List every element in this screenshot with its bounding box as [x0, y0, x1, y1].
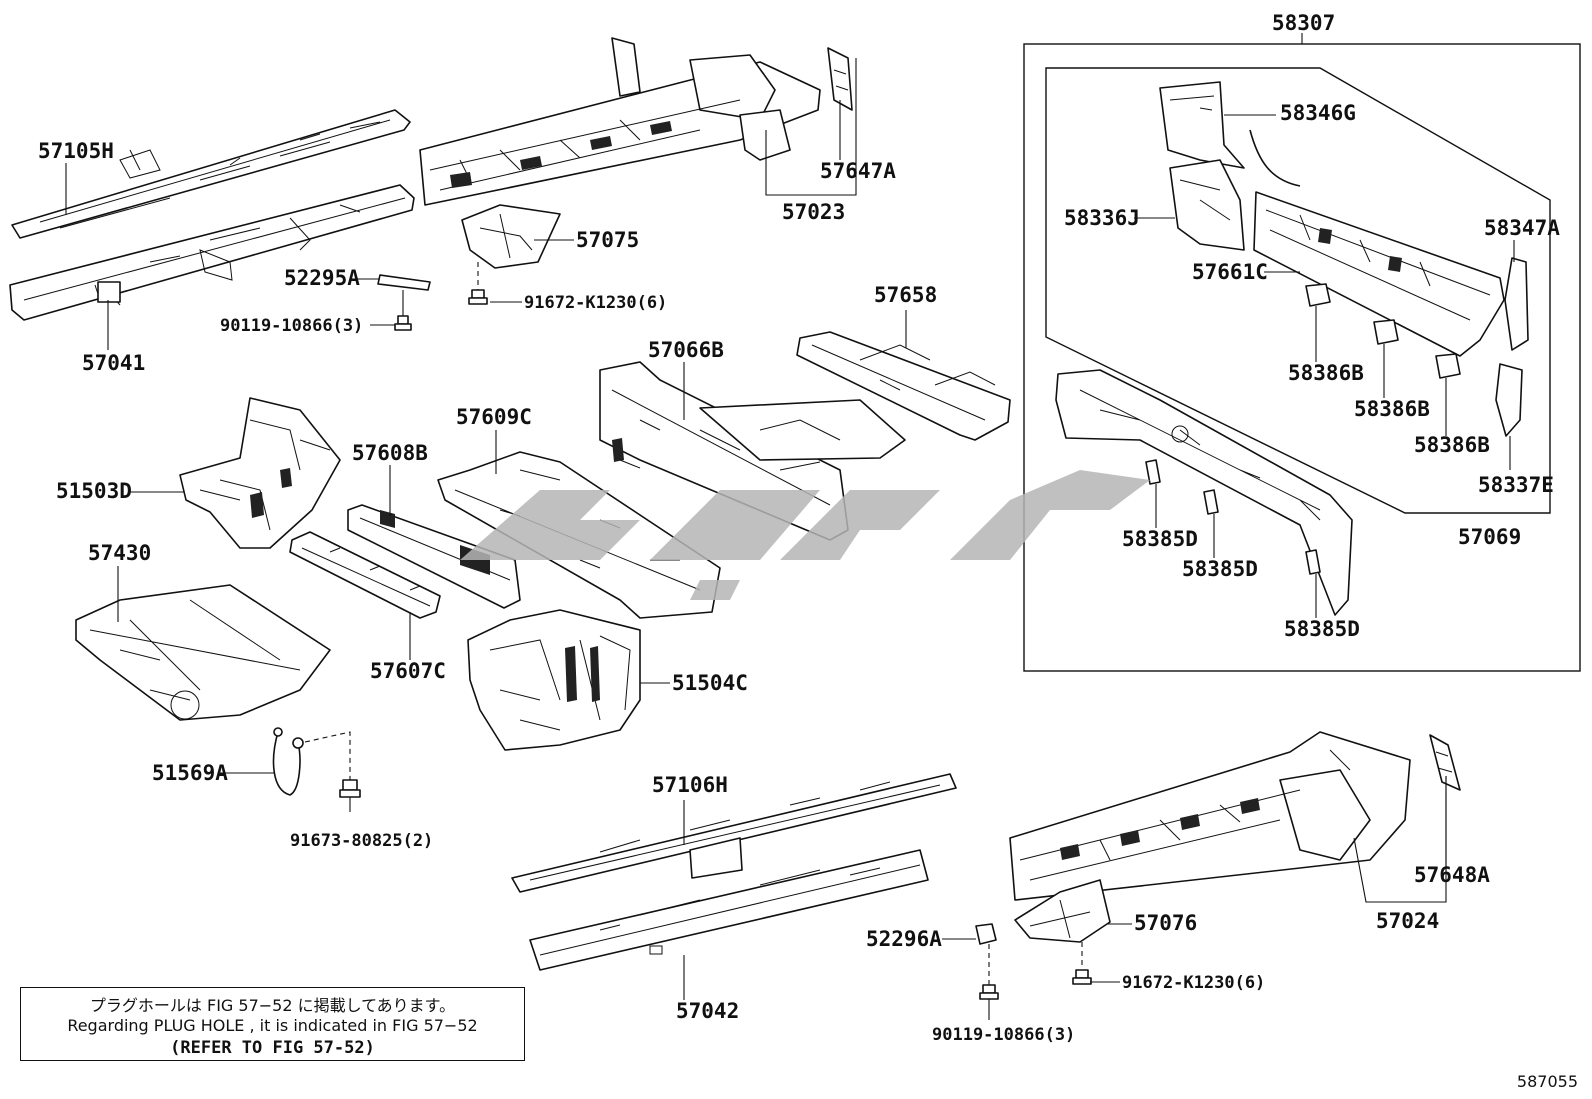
label-57648A[interactable]: 57648A: [1414, 863, 1490, 887]
label-58307[interactable]: 58307: [1272, 11, 1335, 35]
label-57066B[interactable]: 57066B: [648, 338, 724, 362]
label-58337E[interactable]: 58337E: [1478, 473, 1554, 497]
label-58385D-3[interactable]: 58385D: [1284, 617, 1360, 641]
label-58386B-3[interactable]: 58386B: [1414, 433, 1490, 457]
label-91672a[interactable]: 91672-K1230(6): [524, 293, 667, 313]
part-57069[interactable]: [1055, 369, 1353, 616]
part-57658[interactable]: [796, 331, 1011, 441]
label-57023[interactable]: 57023: [782, 200, 845, 224]
bolt-91673[interactable]: [339, 779, 361, 812]
part-57607C[interactable]: [289, 531, 441, 619]
label-58386B-1[interactable]: 58386B: [1288, 361, 1364, 385]
note-english: Regarding PLUG HOLE , it is indicated in…: [67, 1016, 478, 1035]
part-58385D-2[interactable]: [1203, 489, 1219, 515]
label-52296A[interactable]: 52296A: [866, 927, 942, 951]
label-57105H[interactable]: 57105H: [38, 139, 114, 163]
label-57647A[interactable]: 57647A: [820, 159, 896, 183]
label-90119a[interactable]: 90119-10866(3): [220, 316, 363, 336]
part-58386B-1[interactable]: [1305, 283, 1331, 307]
part-57042[interactable]: [529, 849, 929, 971]
part-57430[interactable]: [75, 584, 331, 721]
note-reference: (REFER TO FIG 57-52): [170, 1038, 375, 1058]
group-subbox-57069: [1045, 67, 1551, 514]
label-91673[interactable]: 91673-80825(2): [290, 831, 433, 851]
part-57648A[interactable]: [1429, 734, 1461, 791]
label-57106H[interactable]: 57106H: [652, 773, 728, 797]
label-58347A[interactable]: 58347A: [1484, 216, 1560, 240]
part-58385D-1[interactable]: [1145, 459, 1161, 485]
label-57069[interactable]: 57069: [1458, 525, 1521, 549]
part-58337E[interactable]: [1495, 363, 1523, 437]
label-58346G[interactable]: 58346G: [1280, 101, 1356, 125]
bolt-90119a[interactable]: [394, 290, 412, 331]
watermark-logo: [460, 470, 1150, 600]
part-58336J[interactable]: [1169, 159, 1245, 251]
part-57661C[interactable]: [1253, 191, 1505, 357]
part-57106H[interactable]: [511, 773, 957, 893]
group-box-58307: [1023, 43, 1581, 672]
part-51504C[interactable]: [467, 609, 641, 751]
label-57076[interactable]: 57076: [1134, 911, 1197, 935]
label-90119b[interactable]: 90119-10866(3): [932, 1025, 1075, 1045]
part-58386B-3[interactable]: [1435, 353, 1461, 379]
label-51569A[interactable]: 51569A: [152, 761, 228, 785]
label-58336J[interactable]: 58336J: [1064, 206, 1140, 230]
label-58386B-2[interactable]: 58386B: [1354, 397, 1430, 421]
bolt-90119b[interactable]: [979, 984, 999, 1020]
figure-id: 587055: [1516, 1072, 1578, 1091]
part-58386B-2[interactable]: [1373, 319, 1399, 345]
part-58385D-3[interactable]: [1305, 549, 1321, 575]
label-57075[interactable]: 57075: [576, 228, 639, 252]
label-57608B[interactable]: 57608B: [352, 441, 428, 465]
bolt-91672b[interactable]: [1072, 969, 1092, 985]
part-labels: 58307 57105H 57041 52295A 90119-10866(3)…: [38, 11, 1560, 1045]
label-57658[interactable]: 57658: [874, 283, 937, 307]
part-57023[interactable]: [419, 37, 821, 206]
part-57105H[interactable]: [11, 109, 411, 239]
part-57076[interactable]: [1014, 879, 1111, 943]
label-57607C[interactable]: 57607C: [370, 659, 446, 683]
label-57041[interactable]: 57041: [82, 351, 145, 375]
label-57024[interactable]: 57024: [1376, 909, 1439, 933]
label-57430[interactable]: 57430: [88, 541, 151, 565]
part-58347A[interactable]: [1504, 257, 1529, 351]
reference-note: プラグホールは FIG 57−52 に掲載してあります。 Regarding P…: [20, 987, 525, 1061]
part-57647A[interactable]: [827, 47, 853, 111]
label-58385D-1[interactable]: 58385D: [1122, 527, 1198, 551]
label-51503D[interactable]: 51503D: [56, 479, 132, 503]
part-51503D[interactable]: [179, 397, 341, 549]
part-57041[interactable]: [9, 184, 415, 321]
label-57661C[interactable]: 57661C: [1192, 260, 1268, 284]
note-japanese: プラグホールは FIG 57−52 に掲載してあります。: [89, 996, 456, 1015]
label-57042[interactable]: 57042: [676, 999, 739, 1023]
part-57075[interactable]: [461, 204, 561, 269]
part-58346G[interactable]: [1159, 81, 1245, 169]
part-57024[interactable]: [1009, 731, 1411, 901]
label-91672b[interactable]: 91672-K1230(6): [1122, 973, 1265, 993]
part-52296A[interactable]: [975, 923, 997, 945]
part-52295A[interactable]: [377, 274, 431, 291]
leader-lines: [65, 58, 1515, 1000]
bolt-91672a[interactable]: [468, 289, 488, 305]
part-51569A[interactable]: [272, 727, 304, 796]
label-57609C[interactable]: 57609C: [456, 405, 532, 429]
label-52295A[interactable]: 52295A: [284, 266, 360, 290]
label-51504C[interactable]: 51504C: [672, 671, 748, 695]
label-58385D-2[interactable]: 58385D: [1182, 557, 1258, 581]
